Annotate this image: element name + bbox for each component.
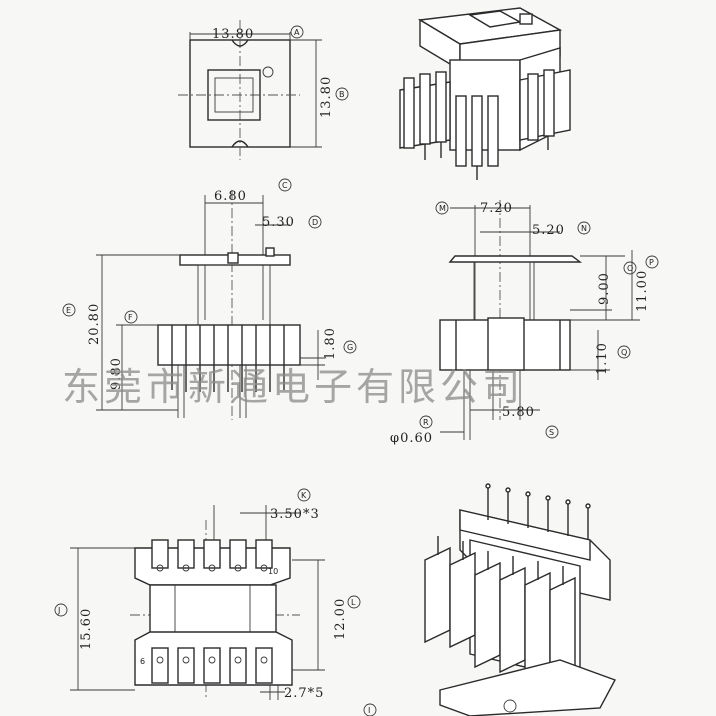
dim-g: 1.80 (323, 327, 338, 360)
dim-pitch: 2.7*5 (284, 686, 324, 701)
marker-f: F (124, 310, 138, 324)
marker-n: N (577, 221, 591, 235)
svg-text:N: N (581, 224, 587, 233)
dim-q: 1.10 (595, 342, 610, 375)
dim-o: 9.00 (597, 272, 612, 305)
marker-d: D (308, 215, 322, 229)
marker-b: B (335, 87, 349, 101)
marker-q: Q (617, 345, 631, 359)
marker-g: G (343, 340, 357, 354)
svg-text:B: B (339, 90, 345, 99)
svg-text:R: R (423, 418, 429, 427)
svg-text:F: F (128, 313, 133, 322)
dim-r: φ0.60 (390, 431, 433, 446)
marker-p: P (645, 255, 659, 269)
marker-l: L (347, 595, 361, 609)
watermark: 东莞市新通电子有限公司 (62, 365, 524, 409)
dim-n: 5.20 (532, 223, 565, 238)
svg-text:G: G (347, 343, 353, 352)
svg-text:O: O (627, 264, 633, 273)
isometric-view-top (399, 7, 571, 180)
top-view: 13.80 A 13.80 B (178, 20, 349, 160)
svg-text:E: E (66, 306, 71, 315)
dim-e: 20.80 (87, 303, 102, 345)
dim-top-width: 13.80 (212, 27, 254, 42)
svg-text:S: S (549, 428, 554, 437)
marker-c: C (278, 178, 292, 192)
dim-p: 11.00 (635, 270, 650, 312)
svg-text:K: K (301, 491, 307, 500)
pin-number-left: 6 (140, 657, 145, 666)
pin-number-right: 10 (268, 567, 278, 576)
dim-d: 5.30 (262, 215, 295, 230)
svg-text:Q: Q (621, 348, 627, 357)
svg-text:C: C (282, 181, 288, 190)
dim-l: 12.00 (333, 598, 348, 640)
svg-text:J: J (57, 606, 60, 615)
bottom-view: 3.50*3 K 10 6 15.60 (54, 488, 377, 716)
marker-r: R (419, 415, 433, 429)
svg-text:D: D (312, 218, 318, 227)
marker-e: E (62, 303, 76, 317)
marker-k: K (297, 488, 311, 502)
isometric-view-bottom (424, 483, 616, 716)
svg-text:I: I (368, 706, 370, 715)
dim-j: 15.60 (79, 608, 94, 650)
dim-m: 7.20 (480, 201, 513, 216)
dim-c: 6.80 (214, 189, 247, 204)
svg-text:P: P (649, 258, 654, 267)
marker-m: M (435, 201, 449, 215)
marker-s: S (545, 425, 559, 439)
svg-text:L: L (351, 598, 356, 607)
marker-j: J (54, 603, 68, 617)
marker-i: I (363, 703, 377, 716)
svg-text:A: A (294, 28, 300, 37)
dim-top-height: 13.80 (319, 76, 334, 118)
front-view: 6.80 C 5.30 D 20.80 (62, 178, 357, 420)
marker-a: A (290, 25, 304, 39)
dim-k: 3.50*3 (270, 507, 320, 522)
marker-o: O (623, 261, 637, 275)
dim-s: 5.80 (502, 405, 535, 420)
side-view: 7.20 M 5.20 N 9.00 O 11.00 (390, 200, 659, 446)
dim-f: 9.80 (109, 357, 124, 390)
svg-text:M: M (439, 204, 446, 213)
